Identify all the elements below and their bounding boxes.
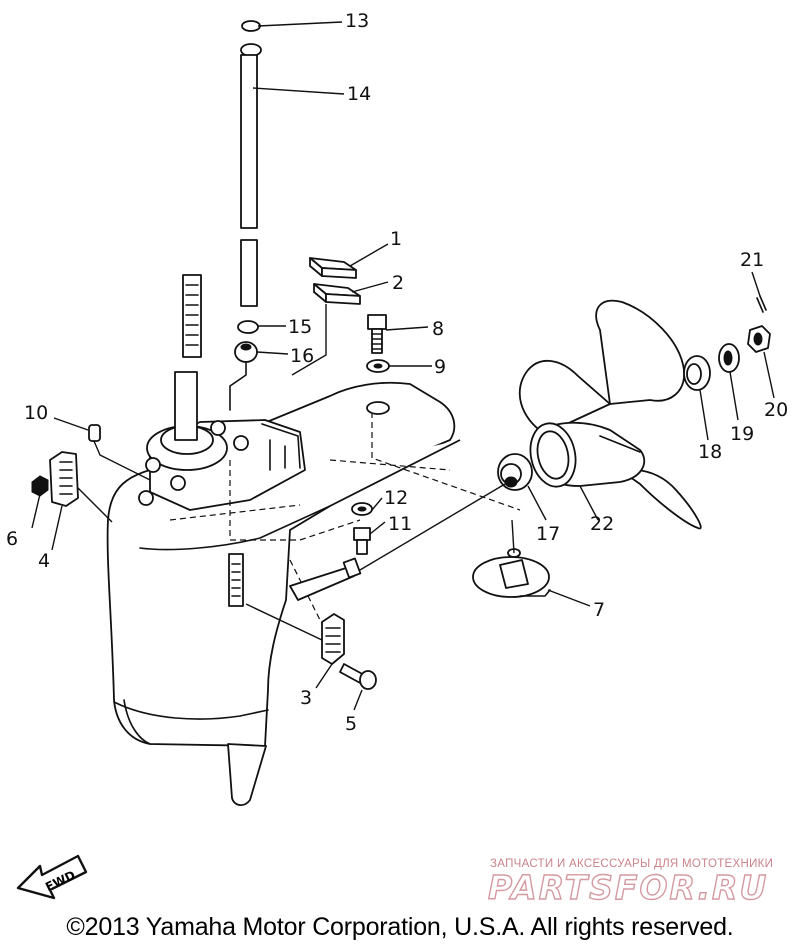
lower-casing	[106, 274, 521, 806]
label-8: 8	[432, 318, 444, 340]
label-13: 13	[345, 10, 369, 32]
washer-17	[359, 453, 533, 571]
trim-tab-3-bolt-5	[245, 603, 377, 690]
label-12: 12	[384, 487, 408, 509]
bolt-8-washer-9	[366, 314, 390, 373]
label-16: 16	[290, 345, 314, 367]
label-4: 4	[38, 550, 50, 572]
label-20: 20	[764, 399, 788, 421]
label-3: 3	[300, 687, 312, 709]
copyright-footer: ©2013 Yamaha Motor Corporation, U.S.A. A…	[66, 913, 734, 941]
part-13-seal	[241, 20, 261, 32]
label-11: 11	[388, 513, 412, 535]
label-21: 21	[740, 249, 764, 271]
part-number-labels: 13 14 1 2 8 9 15 16 10 6 4 12 11 3 5 7 1…	[6, 10, 788, 735]
label-19: 19	[730, 423, 754, 445]
pads-1-2	[291, 257, 361, 376]
fwd-arrow: FWD	[16, 854, 88, 900]
watermark-tagline: ЗАПЧАСТИ И АКСЕССУАРЫ ДЛЯ МОТОТЕХНИКИ	[490, 858, 774, 870]
label-2: 2	[392, 272, 404, 294]
parts-18-21	[683, 295, 771, 391]
label-1: 1	[390, 228, 402, 250]
leader-lines	[31, 21, 775, 711]
label-9: 9	[434, 356, 446, 378]
cover-7	[472, 519, 551, 598]
part-15-washer	[237, 320, 259, 334]
label-18: 18	[698, 441, 722, 463]
watermark-logo: PARTSFOR.RU	[487, 867, 768, 906]
label-6: 6	[6, 528, 18, 550]
parts-10-4-6	[31, 424, 151, 523]
part-14-shaft	[240, 54, 258, 229]
parts-11-12	[351, 502, 373, 555]
label-22: 22	[590, 513, 614, 535]
label-15: 15	[288, 316, 312, 338]
drive-shaft-assembly	[229, 20, 262, 411]
label-10: 10	[24, 402, 48, 424]
label-5: 5	[345, 713, 357, 735]
label-17: 17	[536, 523, 560, 545]
label-14: 14	[347, 83, 371, 105]
label-7: 7	[593, 599, 605, 621]
watermark-logo-text: PARTSFOR.RU	[488, 868, 768, 906]
propeller-22	[518, 299, 702, 530]
